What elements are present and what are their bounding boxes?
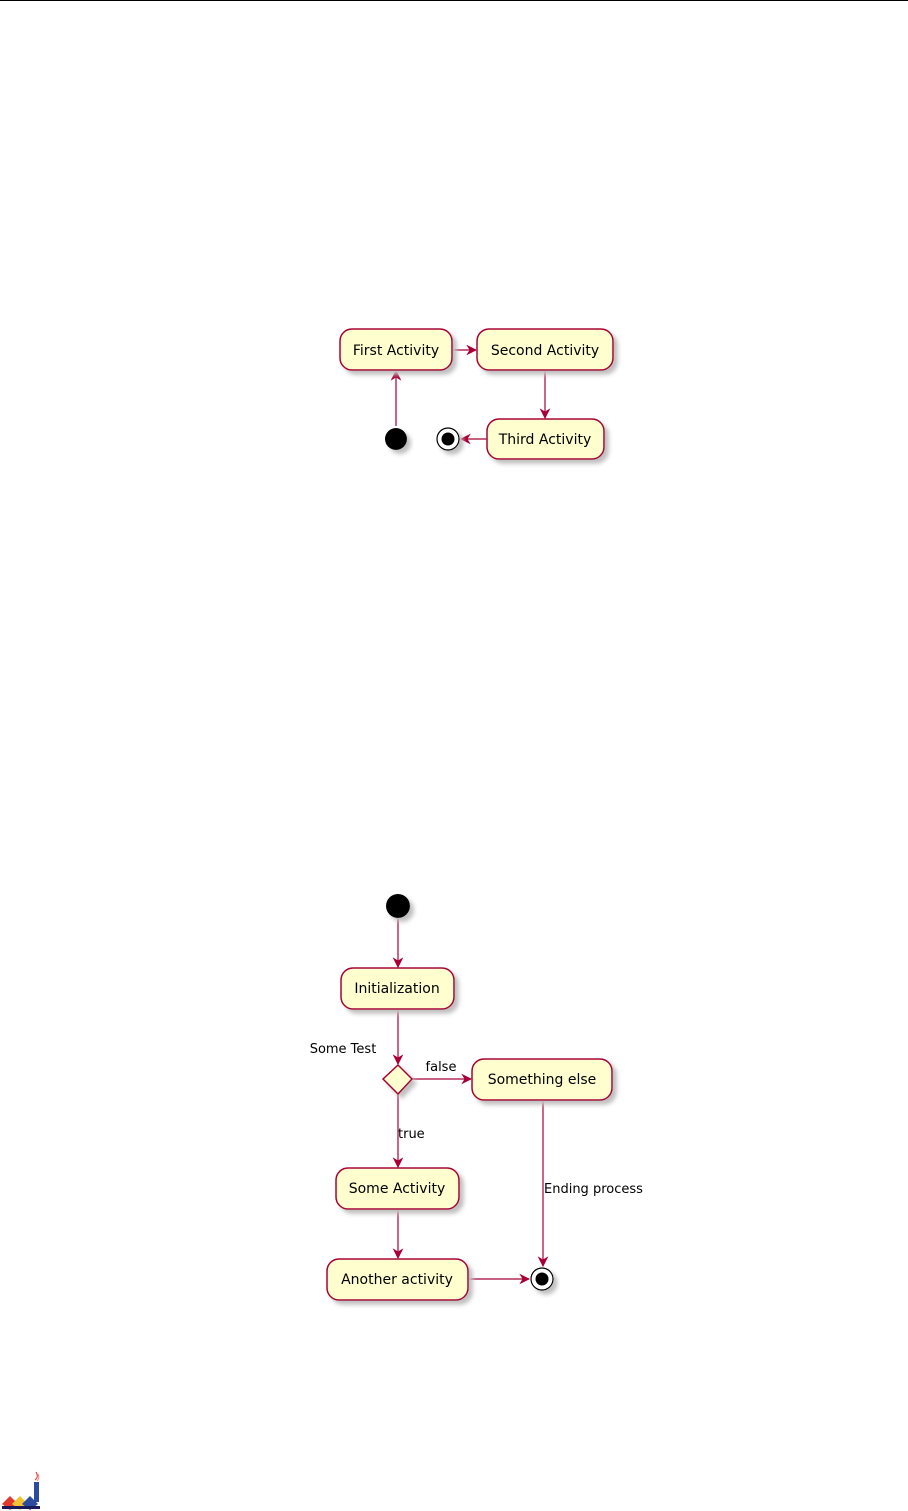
activity-diagram-decision: Initialization Some Test false true Some… bbox=[310, 894, 643, 1301]
decision-diamond bbox=[381, 1063, 414, 1096]
decision-label: Some Test bbox=[310, 1042, 377, 1057]
activity-third: Third Activity bbox=[486, 418, 605, 460]
edge-true-label: true bbox=[398, 1127, 425, 1142]
logo-icon bbox=[2, 1471, 40, 1510]
activity-another-label: Another activity bbox=[341, 1272, 453, 1288]
edge-ending-label: Ending process bbox=[544, 1182, 643, 1197]
activity-second: Second Activity bbox=[476, 328, 614, 371]
activity-diagram-simple: First Activity Second Activity Third Act… bbox=[339, 328, 614, 460]
activity-something-else: Something else bbox=[471, 1058, 613, 1101]
activity-first: First Activity bbox=[339, 328, 453, 371]
activity-something-else-label: Something else bbox=[488, 1072, 597, 1088]
start-node bbox=[386, 894, 410, 918]
activity-third-label: Third Activity bbox=[498, 432, 592, 448]
activity-some-activity-label: Some Activity bbox=[349, 1181, 446, 1197]
activity-initialization: Initialization bbox=[340, 967, 455, 1010]
page-top-rule bbox=[0, 0, 908, 1]
edge-false-label: false bbox=[426, 1060, 457, 1075]
activity-second-label: Second Activity bbox=[491, 343, 599, 359]
end-node bbox=[530, 1267, 554, 1291]
activity-another: Another activity bbox=[326, 1258, 469, 1301]
activity-first-label: First Activity bbox=[353, 343, 439, 359]
end-node bbox=[436, 427, 460, 451]
start-node bbox=[385, 428, 407, 450]
activity-some-activity: Some Activity bbox=[335, 1167, 460, 1210]
activity-initialization-label: Initialization bbox=[354, 981, 439, 997]
